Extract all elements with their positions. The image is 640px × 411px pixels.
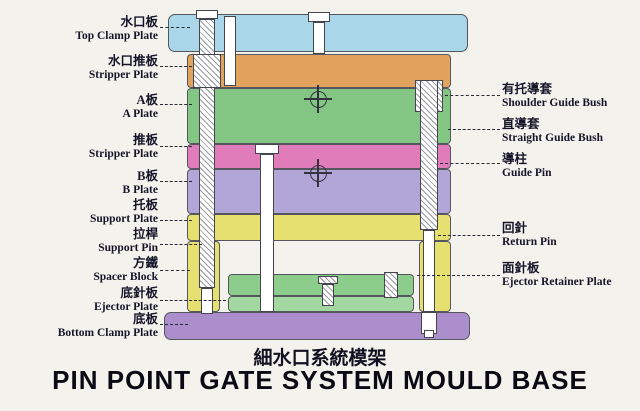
- label-zh: 底針板: [120, 286, 158, 300]
- ejector-retainer-plate-shape: [228, 274, 414, 296]
- label-en: B Plate: [122, 183, 158, 196]
- label-en: Support Pin: [98, 241, 158, 254]
- label-en: Ejector Plate: [94, 300, 158, 313]
- guide-pin-right-shaft: [420, 80, 438, 230]
- label-a-plate: A板 A Plate: [16, 93, 158, 121]
- ejector-screw-center-shaft: [322, 284, 334, 306]
- leader-top-clamp-plate: [160, 27, 190, 28]
- label-zh: 有托導套: [502, 82, 553, 96]
- guide-pin-left-bottom-step: [201, 288, 213, 314]
- label-zh: 托板: [132, 198, 158, 212]
- label-support-plate: 托板 Support Plate: [16, 198, 158, 226]
- top-screw-left: [224, 16, 236, 86]
- label-guide-pin: 導柱 Guide Pin: [502, 152, 638, 180]
- guide-bush-left: [193, 54, 221, 88]
- leader-ejector-plate: [160, 300, 226, 301]
- support-plate-shape: [187, 214, 451, 241]
- label-en: Ejector Retainer Plate: [502, 275, 612, 288]
- leader-stripper-plate-top: [160, 66, 192, 67]
- label-en: A Plate: [122, 107, 158, 120]
- ejector-screw-center-cap: [318, 276, 338, 284]
- label-en: Spacer Block: [93, 270, 158, 283]
- label-en: Top Clamp Plate: [75, 29, 158, 42]
- label-zh: 底板: [132, 312, 158, 326]
- label-b-plate: B板 B Plate: [16, 169, 158, 197]
- screw-hole-symbol-upper: [304, 85, 332, 113]
- label-en: Straight Guide Bush: [502, 131, 603, 144]
- label-en: Guide Pin: [502, 166, 552, 179]
- top-screw-center-shaft: [313, 22, 325, 54]
- label-en: Bottom Clamp Plate: [57, 326, 158, 339]
- label-en: Shoulder Guide Bush: [502, 96, 608, 109]
- crosshair-circle: [310, 91, 327, 108]
- ejector-screw-right: [384, 272, 398, 298]
- diagram-subtitle-chinese: 細水口系統模架: [253, 348, 387, 369]
- leader-guide-pin: [440, 163, 500, 164]
- label-en: Return Pin: [502, 235, 557, 248]
- b-plate-shape: [187, 169, 451, 214]
- label-zh: 水口板: [120, 15, 158, 29]
- label-top-clamp-plate: 水口板 Top Clamp Plate: [16, 15, 158, 43]
- leader-shoulder-guide-bush: [445, 95, 500, 96]
- support-pin-center-cap: [255, 144, 279, 154]
- stripper-plate-mid-shape: [187, 144, 451, 169]
- label-zh: B板: [137, 169, 158, 183]
- leader-ejector-retainer-plate: [417, 275, 500, 276]
- label-ejector-plate: 底針板 Ejector Plate: [16, 286, 158, 314]
- return-pin-right: [423, 230, 435, 312]
- support-pin-center-shaft: [260, 154, 274, 312]
- label-zh: 拉桿: [132, 227, 158, 241]
- bottom-screw-right-head: [424, 330, 434, 338]
- leader-a-plate: [160, 104, 192, 105]
- label-stripper-plate-mid: 推板 Stripper Plate: [16, 133, 158, 161]
- ejector-plate-shape: [228, 296, 414, 312]
- label-shoulder-guide-bush: 有托導套 Shoulder Guide Bush: [502, 82, 638, 110]
- leader-return-pin: [438, 235, 500, 236]
- label-straight-guide-bush: 直導套 Straight Guide Bush: [502, 117, 638, 145]
- leader-stripper-plate-mid: [160, 146, 192, 147]
- label-zh: 水口推板: [107, 54, 158, 68]
- label-support-pin: 拉桿 Support Pin: [16, 227, 158, 255]
- top-screw-center-cap: [308, 12, 330, 22]
- label-bottom-clamp-plate: 底板 Bottom Clamp Plate: [16, 312, 158, 340]
- leader-straight-guide-bush: [448, 129, 500, 130]
- label-zh: 直導套: [502, 117, 540, 131]
- label-en: Stripper Plate: [88, 147, 158, 160]
- label-en: Support Plate: [89, 212, 158, 225]
- label-stripper-plate-top: 水口推板 Stripper Plate: [16, 54, 158, 82]
- label-zh: 面針板: [502, 261, 540, 275]
- leader-bottom-clamp-plate: [160, 324, 188, 325]
- diagram-title-english: PIN POINT GATE SYSTEM MOULD BASE: [52, 365, 588, 395]
- label-ejector-retainer-plate: 面針板 Ejector Retainer Plate: [502, 261, 638, 289]
- crosshair-circle: [310, 165, 327, 182]
- label-zh: 推板: [132, 133, 158, 147]
- crosshair-vline: [317, 159, 319, 187]
- leader-support-pin: [160, 244, 202, 245]
- screw-hole-symbol-lower: [304, 159, 332, 187]
- label-zh: 回針: [502, 221, 528, 235]
- bottom-clamp-plate-shape: [164, 312, 470, 340]
- label-zh: A板: [136, 93, 158, 107]
- leader-b-plate: [160, 181, 192, 182]
- label-return-pin: 回針 Return Pin: [502, 221, 638, 249]
- leader-support-plate: [160, 220, 192, 221]
- leader-spacer-block: [160, 270, 190, 271]
- guide-pin-left-cap: [196, 10, 218, 19]
- crosshair-vline: [317, 85, 319, 113]
- label-en: Stripper Plate: [88, 68, 158, 81]
- label-zh: 方鐵: [132, 256, 158, 270]
- label-spacer-block: 方鐵 Spacer Block: [16, 256, 158, 284]
- label-zh: 導柱: [502, 152, 528, 166]
